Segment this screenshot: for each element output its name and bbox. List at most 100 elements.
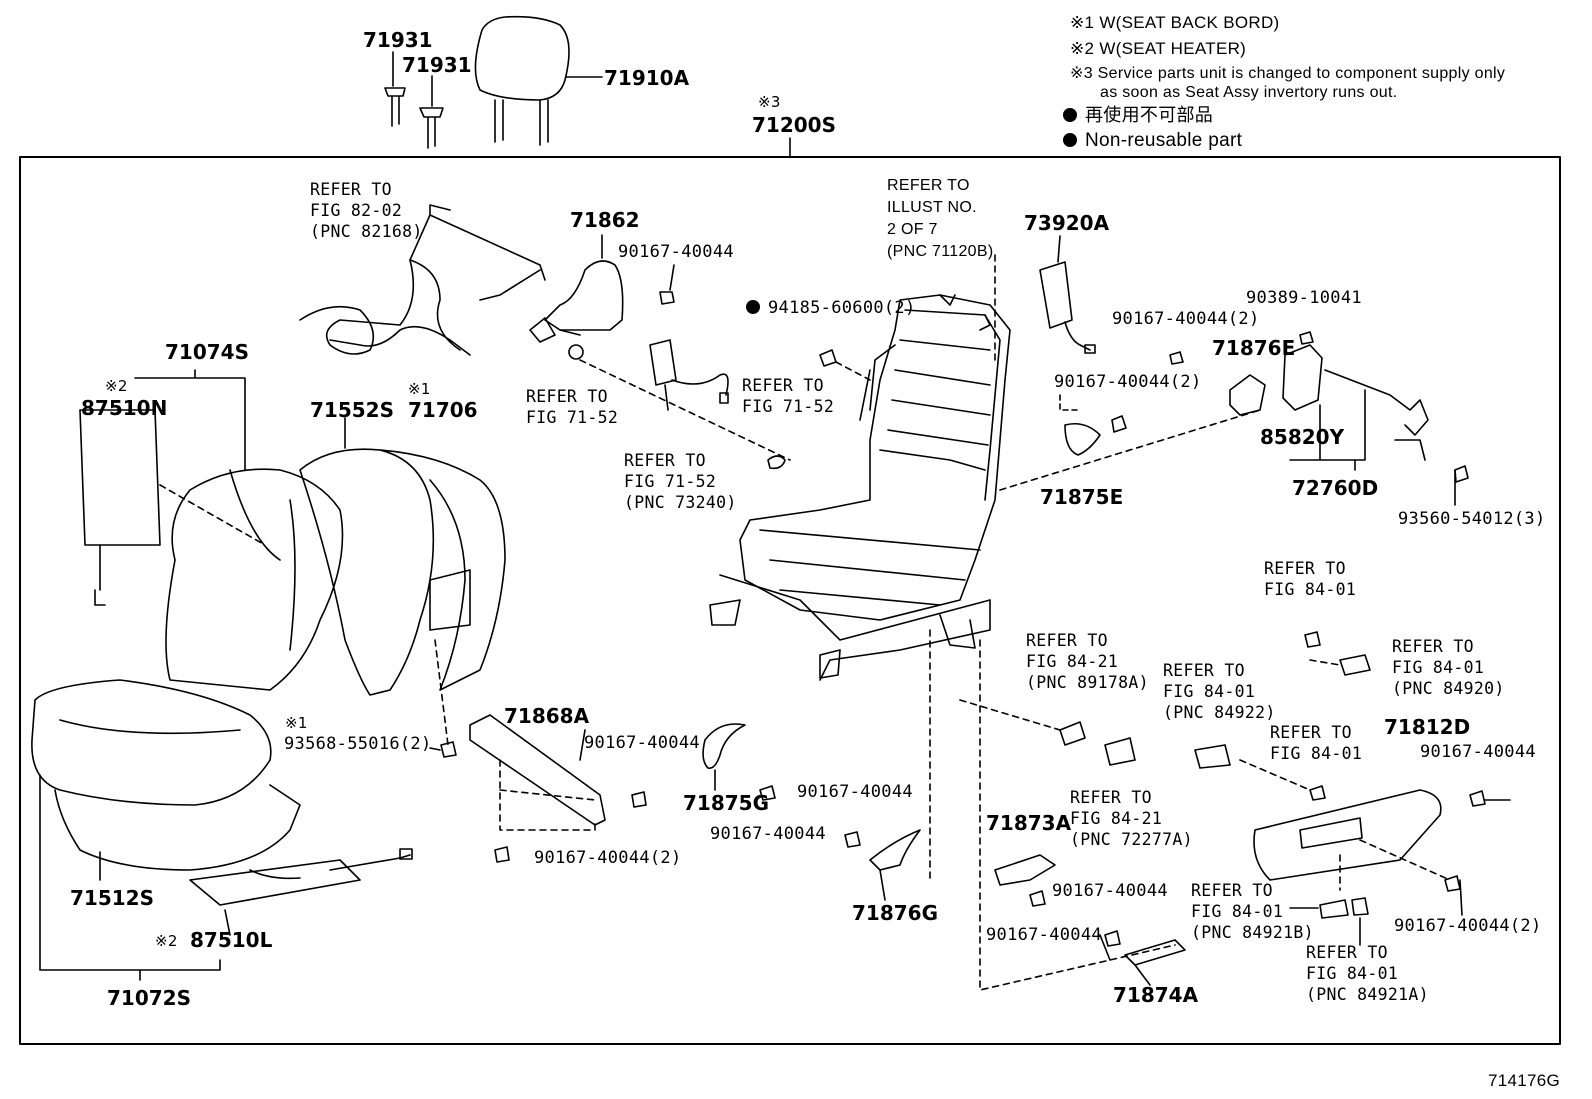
lever-71875G-drawing [702, 723, 776, 801]
trim-71868A-drawing [469, 714, 647, 863]
bracket-71874A-drawing [1124, 939, 1186, 966]
part-73920A: 73920A [1024, 211, 1110, 235]
clip-drawing [568, 344, 584, 360]
bolt-90167-e: 90167-40044 [1052, 881, 1168, 901]
note-3a: ※3 Service parts unit is changed to comp… [1070, 65, 1506, 82]
ref-illust-2-of-7: REFER TO ILLUST NO. 2 OF 7 (PNC 71120B) [887, 177, 994, 260]
headrest-drawing [474, 15, 603, 146]
ref-fig-84-21-a: REFER TO FIG 84-21 (PNC 89178A) [1026, 631, 1149, 692]
non-reusable-dot-icon [746, 300, 760, 314]
ref-fig-84-01-a: REFER TO FIG 84-01 [1264, 559, 1357, 599]
bolt-90167-2-c: 90167-40044(2) [534, 848, 682, 868]
bracket-71072S [39, 774, 221, 981]
bolt-90167-2-a: 90167-40044(2) [1112, 309, 1260, 329]
note-3b: as soon as Seat Assy invertory runs out. [1100, 84, 1398, 101]
mark-1: ※1 [408, 380, 431, 398]
cover-71862-drawing [529, 234, 675, 343]
part-71512S: 71512S [70, 886, 154, 910]
part-71876E: 71876E [1212, 336, 1296, 360]
dash-leader [579, 359, 791, 461]
bullet-icon [1063, 133, 1077, 147]
bolt-90167-c: 90167-40044 [710, 824, 826, 844]
bracket-71876E-drawing [1111, 351, 1266, 433]
ref-fig-84-01-b: REFER TO FIG 84-01 (PNC 84922) [1163, 661, 1276, 722]
part-87510L: 87510L [190, 928, 273, 952]
part-71074S: 71074S [165, 340, 249, 364]
figure-id: 714176G [1488, 1071, 1561, 1090]
part-71910A: 71910A [604, 66, 690, 90]
part-71812D: 71812D [1384, 715, 1471, 739]
clip-drawing-2 [767, 455, 786, 470]
ref-fig-82-02: REFER TO FIG 82-02 (PNC 82168) [310, 180, 423, 241]
seat-frame-drawing [709, 294, 1011, 681]
part-71876G: 71876G [852, 901, 938, 925]
legend-non-reusable-jp: 再使用不可部品 [1063, 106, 1213, 124]
part-71868A: 71868A [504, 704, 590, 728]
knob-84921A [1351, 897, 1369, 916]
bullet-icon [1063, 108, 1077, 122]
mark-2-b: ※2 [155, 932, 178, 950]
bolt-90167-d: 90167-40044 [797, 782, 913, 802]
pad-73920A-drawing [1039, 235, 1096, 354]
bolt-94185-60600: 94185-60600(2) [746, 300, 916, 317]
part-85820Y: 85820Y [1260, 425, 1345, 449]
bolt-90389-10041: 90389-10041 [1246, 288, 1362, 308]
part-71200S: 71200S [752, 113, 836, 137]
connector-72277A [1104, 737, 1136, 766]
lever-71876G-drawing [844, 829, 921, 871]
part-71862: 71862 [570, 208, 640, 232]
part-72760D: 72760D [1292, 476, 1379, 500]
seatback-drawing [165, 468, 344, 691]
mark-2: ※2 [105, 377, 128, 395]
part-71072S: 71072S [107, 986, 191, 1010]
bolt-90167-2-d: 90167-40044(2) [1394, 916, 1542, 936]
ref-fig-84-01-e: REFER TO FIG 84-01 (PNC 84921B) [1191, 881, 1314, 942]
bolt-90167-2-b: 90167-40044(2) [1054, 372, 1202, 392]
ref-fig-71-52-a: REFER TO FIG 71-52 [526, 387, 619, 427]
connector-89178A [1059, 721, 1086, 746]
connector-84922 [1194, 744, 1231, 769]
bolt-93560-54012: 93560-54012(3) [1398, 509, 1546, 529]
mark-3: ※3 [758, 93, 781, 111]
seatback-board-drawing [299, 448, 506, 696]
bracket-71873A-drawing [994, 854, 1121, 947]
seat-cushion-drawing [31, 679, 301, 871]
side-cover-71812D-drawing [1253, 789, 1442, 881]
mark-1-b: ※1 [285, 714, 308, 732]
ref-fig-84-01-d: REFER TO FIG 84-01 [1270, 723, 1363, 763]
part-71874A: 71874A [1113, 983, 1199, 1007]
part-71931-b: 71931 [402, 53, 472, 77]
cover-71875E-drawing [1064, 422, 1101, 456]
ref-fig-71-52-c: REFER TO FIG 71-52 (PNC 73240) [624, 451, 737, 512]
bolt-90167-g: 90167-40044 [1420, 742, 1536, 762]
knob-84921B [1319, 899, 1349, 919]
bolt-90167-b: 90167-40044 [584, 733, 700, 753]
part-71875E: 71875E [1040, 485, 1124, 509]
ref-fig-71-52-b: REFER TO FIG 71-52 [742, 376, 835, 416]
part-71931-a: 71931 [363, 28, 433, 52]
part-71552S: 71552S [310, 398, 394, 422]
connector-84920 [1339, 654, 1371, 676]
note-1: ※1 W(SEAT BACK BORD) [1070, 13, 1280, 32]
bolt-94185-drawing [819, 349, 837, 367]
part-71706: 71706 [408, 398, 478, 422]
ref-fig-84-01-c: REFER TO FIG 84-01 (PNC 84920) [1392, 637, 1505, 698]
seat-heater-back-drawing [79, 409, 161, 606]
seatbelt-buckle-drawing [649, 339, 729, 411]
bolt-90167-f: 90167-40044 [986, 925, 1102, 945]
part-71875G: 71875G [683, 791, 769, 815]
ref-fig-84-01-f: REFER TO FIG 84-01 (PNC 84921A) [1306, 943, 1429, 1004]
part-87510N: 87510N [81, 396, 168, 420]
ref-fig-84-21-b: REFER TO FIG 84-21 (PNC 72277A) [1070, 788, 1193, 849]
part-71873A: 71873A [986, 811, 1072, 835]
legend-non-reusable-en: Non-reusable part [1063, 131, 1242, 150]
headrest-guides-drawing [384, 51, 444, 149]
wire-harness-drawing [299, 204, 546, 356]
seat-heater-cushion-drawing [189, 848, 413, 906]
note-2: ※2 W(SEAT HEATER) [1070, 39, 1247, 58]
bracket-72760D [1289, 389, 1366, 461]
bolt-93568-55016: 93568-55016(2) [284, 734, 432, 754]
bolt-90167-a: 90167-40044 [618, 242, 734, 262]
bracket-71074S [134, 369, 246, 471]
